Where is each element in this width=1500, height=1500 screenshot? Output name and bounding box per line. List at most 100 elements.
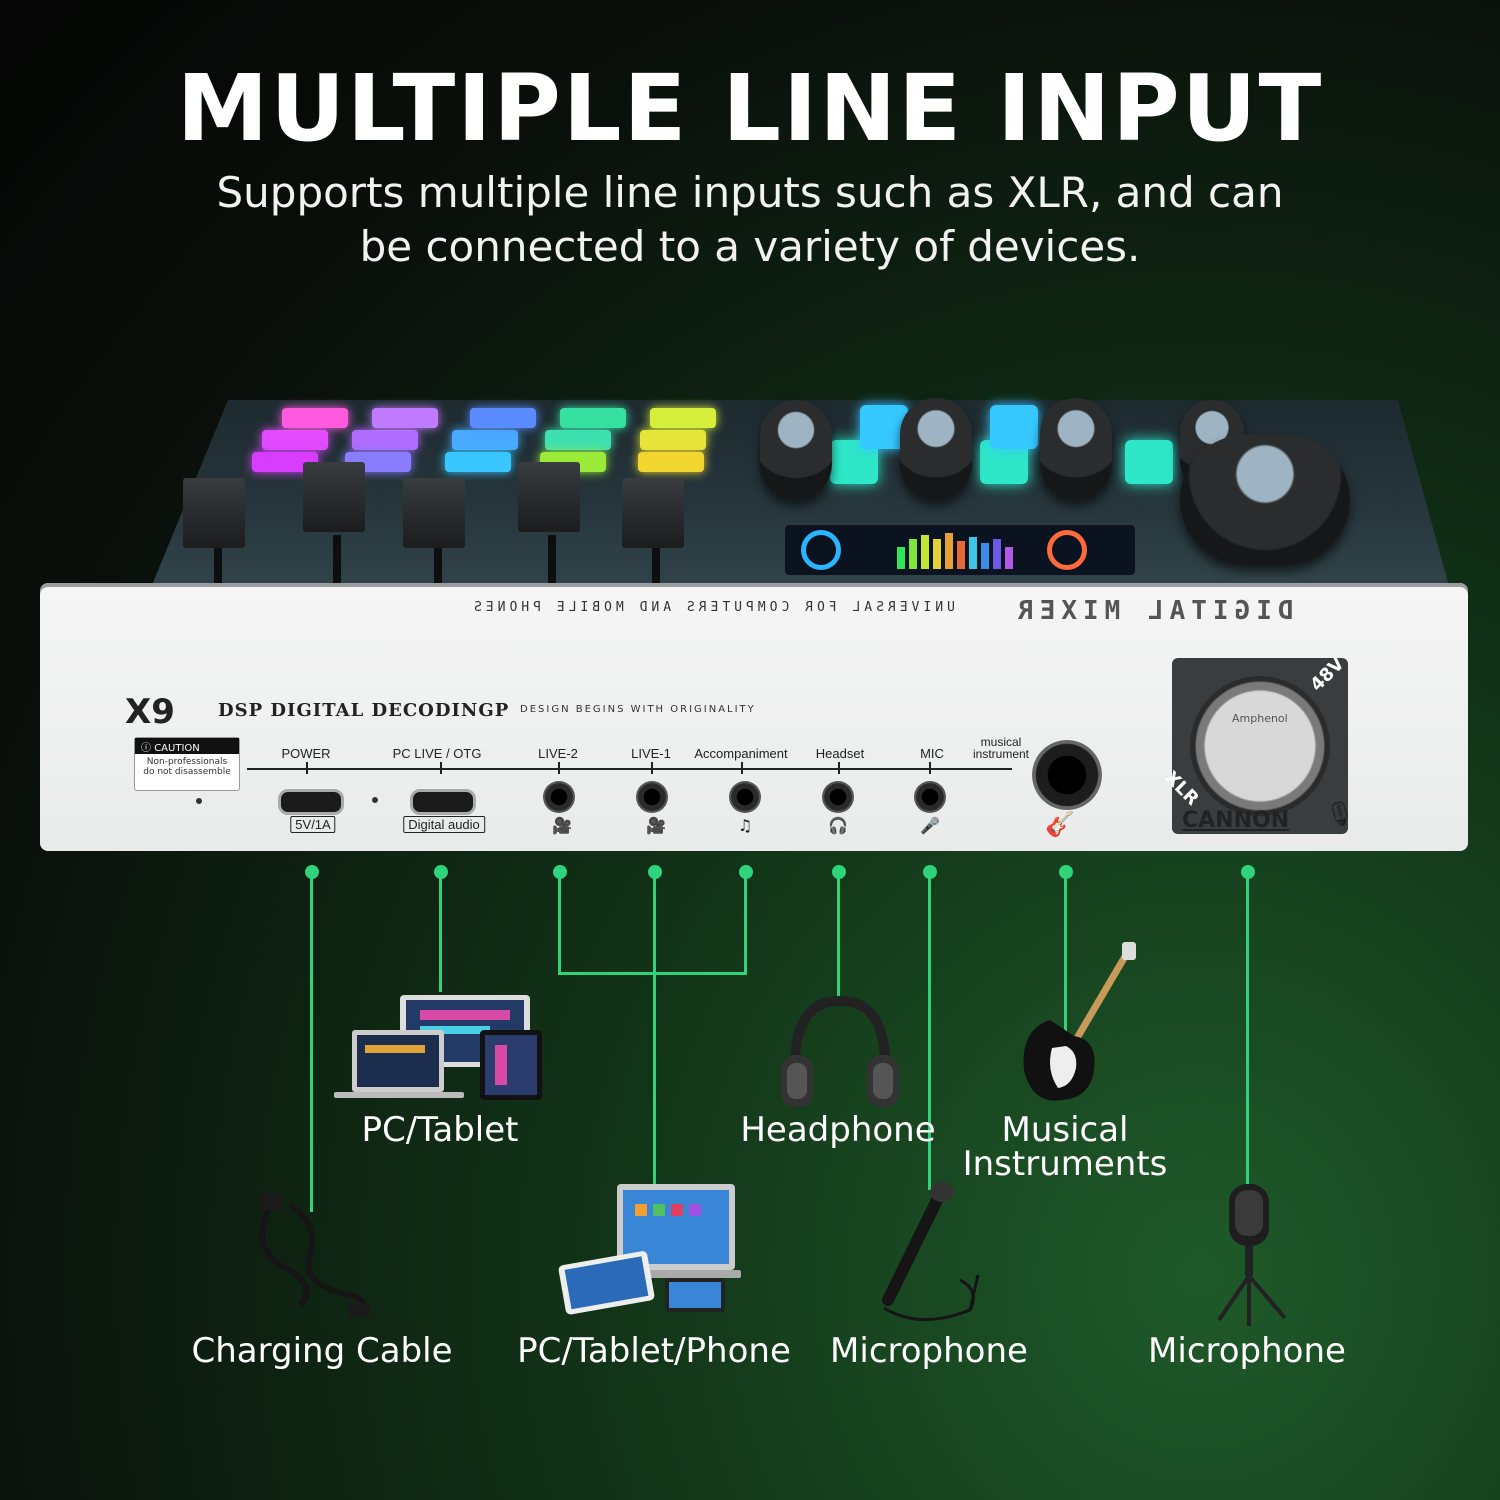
digital-audio-tag: Digital audio <box>403 816 485 833</box>
sound-pad <box>262 430 328 450</box>
sound-pad <box>282 408 348 428</box>
label-musical-instrument: musical instrument <box>968 736 1034 760</box>
sound-pad <box>352 430 418 450</box>
display-ring <box>1047 530 1087 570</box>
pc-tablet-illustration <box>334 995 542 1100</box>
mic-jack[interactable] <box>914 781 946 813</box>
music-player-icon: ♫ <box>737 816 753 835</box>
fader-knob[interactable] <box>622 478 684 548</box>
rotary-knob[interactable] <box>1040 398 1112 500</box>
eq-bar <box>981 543 989 569</box>
master-volume-knob[interactable] <box>1180 435 1350 565</box>
label-charging-cable: Charging Cable <box>191 1331 453 1371</box>
power-rating-tag: 5V/1A <box>290 816 336 833</box>
label-mic: MIC <box>920 746 944 761</box>
mirrored-back-subtitle: UNIVERSAL FOR COMPUTERS AND MOBILE PHONE… <box>470 600 955 615</box>
eq-bar <box>933 539 941 569</box>
fader-track <box>652 535 660 595</box>
charging-cable-illustration <box>259 1193 370 1317</box>
decoding-label: DSP DIGITAL DECODINGP <box>218 700 510 721</box>
label-instruments: Instruments <box>962 1144 1168 1184</box>
sound-pad <box>252 452 318 472</box>
eq-bar <box>897 547 905 569</box>
eq-bar <box>909 539 917 569</box>
rail-tick <box>651 762 653 774</box>
power-usb-c-port[interactable] <box>278 789 344 815</box>
page-title: MULTIPLE LINE INPUT <box>176 55 1324 162</box>
eq-bar <box>1005 547 1013 569</box>
instrument-jack[interactable] <box>1032 740 1102 810</box>
label-pc-tablet: PC/Tablet <box>361 1110 519 1150</box>
sound-pad <box>560 408 626 428</box>
led-indicator <box>372 797 378 803</box>
fader-knob[interactable] <box>183 478 245 548</box>
fader-knob[interactable] <box>518 462 580 532</box>
eq-bar <box>993 539 1001 569</box>
label-headset: Headset <box>815 746 865 761</box>
display-ring <box>801 530 841 570</box>
fader-track <box>214 535 222 595</box>
connector-line <box>558 872 561 974</box>
eq-bar <box>969 537 977 569</box>
sound-pad <box>650 408 716 428</box>
live-1-jack[interactable] <box>636 781 668 813</box>
effect-pad <box>1125 440 1173 484</box>
eq-bar <box>945 533 953 569</box>
xlr-brand: Amphenol <box>1232 712 1288 725</box>
sound-pad <box>545 430 611 450</box>
connector-line <box>837 872 840 1000</box>
condenser-microphone-illustration <box>1217 1184 1287 1326</box>
rail-tick <box>929 762 931 774</box>
label-power: POWER <box>281 746 331 761</box>
mirrored-back-title: DIGITAL MIXER <box>1012 596 1294 626</box>
connector-line <box>653 872 656 1190</box>
camera-icon: 🎥 <box>646 816 666 835</box>
label-instrument: instrument <box>972 747 1030 761</box>
fader-knob[interactable] <box>403 478 465 548</box>
label-microphone-handheld: Microphone <box>830 1331 1028 1371</box>
pc-tablet-phone-illustration <box>558 1184 741 1315</box>
model-logo: X9 <box>125 692 175 732</box>
cannon-label: CANNON <box>1182 808 1290 833</box>
microphone-icon: 🎙 <box>1324 800 1356 828</box>
rotary-knob[interactable] <box>760 400 832 500</box>
xlr-socket[interactable] <box>1190 676 1330 816</box>
effect-pad <box>990 405 1038 449</box>
fader-track <box>434 535 442 595</box>
connector-line <box>439 872 442 992</box>
warning-icon: ⓘ <box>141 743 155 754</box>
label-microphone-condenser: Microphone <box>1148 1331 1346 1371</box>
connector-line <box>744 872 747 974</box>
label-headphone: Headphone <box>740 1110 936 1150</box>
sound-pad <box>640 430 706 450</box>
caution-line-2: do not disassemble <box>143 767 231 777</box>
level-display <box>785 525 1135 575</box>
connector-line <box>558 972 747 975</box>
headset-jack[interactable] <box>822 781 854 813</box>
sound-pad <box>452 430 518 450</box>
caution-title: CAUTION <box>154 743 200 754</box>
eq-bar <box>957 541 965 569</box>
eq-bar <box>921 535 929 569</box>
fader-track <box>548 535 556 595</box>
label-pc-live-otg: PC LIVE / OTG <box>392 746 482 761</box>
rail-tick <box>558 762 560 774</box>
accompaniment-jack[interactable] <box>729 781 761 813</box>
label-accompaniment: Accompaniment <box>694 746 788 761</box>
rail-tick <box>306 762 308 774</box>
rail-tick <box>838 762 840 774</box>
label-musical: musical <box>980 735 1022 749</box>
connector-line <box>1064 872 1067 1032</box>
rotary-knob[interactable] <box>900 398 972 500</box>
rail-tick <box>440 762 442 774</box>
sound-pad <box>445 452 511 472</box>
mic-icon: 🎤 <box>920 816 940 835</box>
connector-line <box>1246 872 1249 1190</box>
headphone-illustration <box>781 995 899 1107</box>
live-2-jack[interactable] <box>543 781 575 813</box>
fader-knob[interactable] <box>303 462 365 532</box>
sound-pad <box>638 452 704 472</box>
otg-usb-c-port[interactable] <box>410 789 476 815</box>
led-indicator <box>196 798 202 804</box>
subtitle-line-1: Supports multiple line inputs such as XL… <box>216 168 1284 217</box>
